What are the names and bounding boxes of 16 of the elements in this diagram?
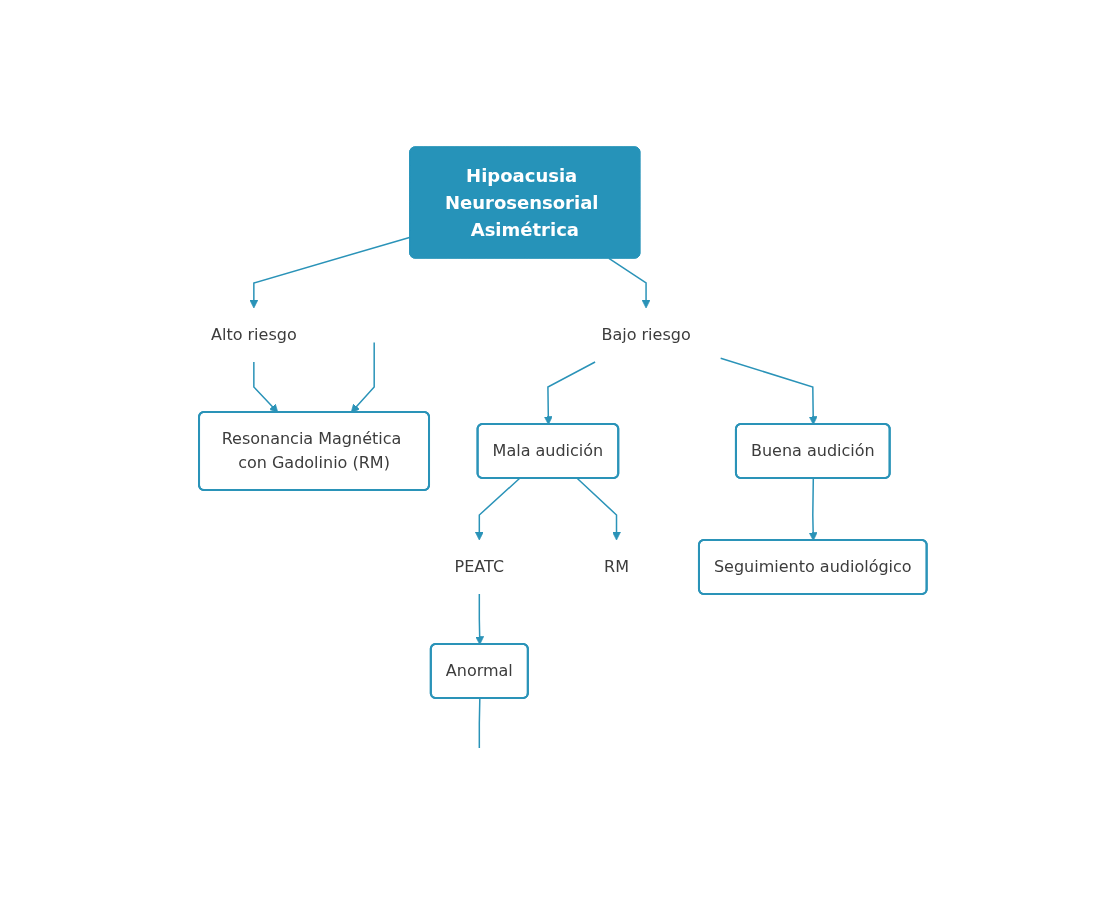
node-text: Alto riesgo (211, 324, 297, 344)
arrow (720, 357, 818, 425)
arrow (249, 235, 412, 308)
node-text: Resonancia Magnética con Gadolinio (RM) (221, 428, 402, 472)
connector (478, 697, 481, 749)
arrow (253, 360, 279, 413)
node-text: PEATC (454, 556, 505, 576)
arrow (608, 257, 651, 308)
arrow (475, 592, 485, 645)
arrow (475, 477, 521, 540)
arrow (350, 341, 376, 413)
arrow (544, 360, 596, 425)
arrow (576, 477, 622, 540)
node-text: RM (604, 556, 630, 576)
arrow (808, 477, 818, 541)
node-text: Bajo riesgo (601, 324, 691, 344)
